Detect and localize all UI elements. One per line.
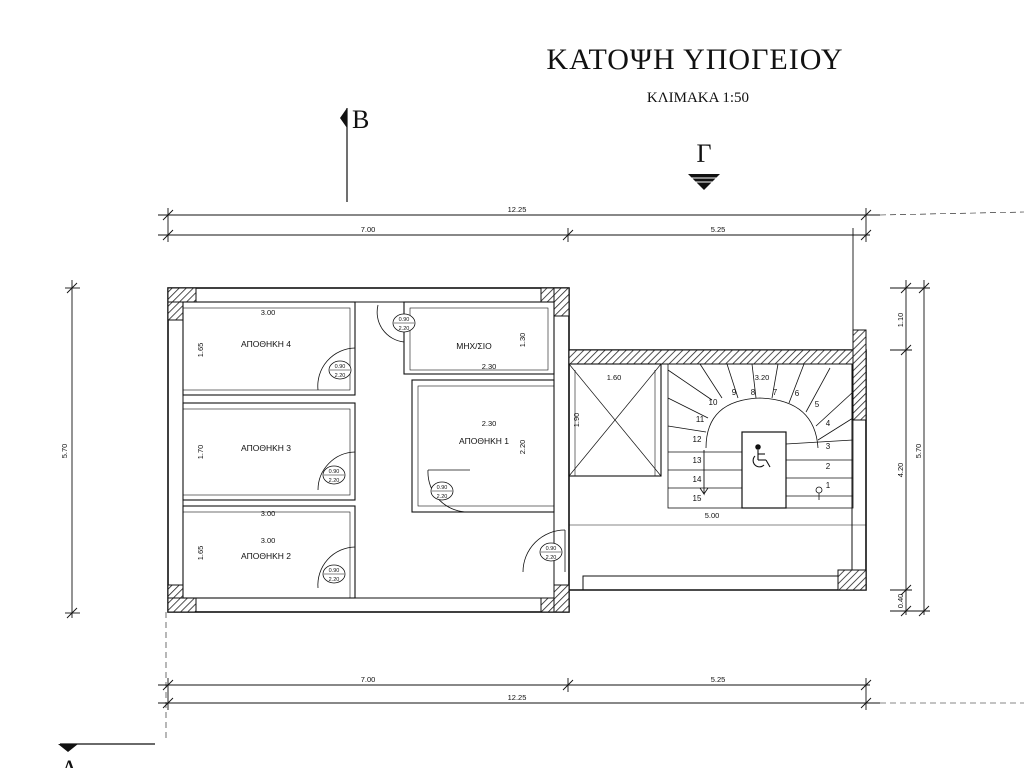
top-dimensions [158, 208, 1024, 330]
dim-right-total: 5.70 [914, 444, 923, 459]
bottom-dimensions [158, 612, 1024, 740]
dim-bottom-left: 7.00 [361, 675, 376, 684]
stair-step-14: 14 [693, 475, 702, 484]
room-label-store2: ΑΠΟΘΗΚΗ 2 [241, 551, 291, 561]
room-label-store4: ΑΠΟΘΗΚΗ 4 [241, 339, 291, 349]
door-exit-height: 2.20 [546, 555, 557, 561]
door-store3-width: 0.90 [329, 469, 340, 475]
dim-shaft-width: 1.60 [607, 373, 622, 382]
room-label-store3: ΑΠΟΘΗΚΗ 3 [241, 443, 291, 453]
stair-step-6: 6 [795, 389, 800, 398]
dim-bottom-total: 12.25 [508, 693, 527, 702]
stair-step-2: 2 [826, 462, 831, 471]
stair-step-15: 15 [693, 494, 702, 503]
door-tag-store4: 0.90 2.20 [328, 360, 352, 380]
stair-step-7: 7 [773, 388, 778, 397]
wall-hatching [167, 287, 867, 613]
stair-step-9: 9 [732, 388, 737, 397]
dim-top-left: 7.00 [361, 225, 376, 234]
door-mech-width: 0.90 [399, 317, 410, 323]
dim-mech-height: 1.30 [518, 333, 527, 348]
stair-step-11: 11 [696, 415, 705, 424]
dim-store2-height: 1.65 [196, 546, 205, 561]
staircase [667, 363, 854, 509]
dim-right-mid: 4.20 [896, 463, 905, 478]
section-label-b: B [352, 105, 369, 134]
dim-bottom-right: 5.25 [711, 675, 726, 684]
stair-step-1: 1 [826, 481, 831, 490]
door-store1-width: 0.90 [437, 485, 448, 491]
door-tag-store1: 0.90 2.20 [430, 481, 454, 501]
section-mark-g: Γ [688, 139, 720, 190]
door-store4-width: 0.90 [335, 364, 346, 370]
dim-top-total: 12.25 [508, 205, 527, 214]
plan-title: ΚΑΤΟΨΗ ΥΠΟΓΕΙΟΥ [546, 43, 843, 76]
door-tag-store2: 0.90 2.20 [322, 564, 346, 584]
stair-step-12: 12 [693, 435, 702, 444]
stair-step-3: 3 [826, 442, 831, 451]
section-label-a: Α [60, 755, 79, 768]
door-tag-exit: 0.90 2.20 [539, 542, 563, 562]
right-dimensions [890, 280, 930, 617]
dim-stair-run: 5.00 [705, 511, 720, 520]
door-swings [317, 304, 566, 589]
door-store2-width: 0.90 [329, 568, 340, 574]
dim-store2-width-a: 3.00 [261, 509, 276, 518]
door-store3-height: 2.20 [329, 478, 340, 484]
left-dimension [65, 280, 80, 619]
plan-scale: ΚΛΙΜΑΚΑ 1:50 [647, 90, 749, 106]
dim-store2-width-b: 3.00 [261, 536, 276, 545]
dim-shaft-height: 1.90 [572, 413, 581, 428]
stair-step-13: 13 [693, 456, 702, 465]
wheelchair-icon [752, 444, 771, 468]
dim-left-height: 5.70 [60, 444, 69, 459]
door-store1-height: 2.20 [437, 494, 448, 500]
stair-step-10: 10 [709, 398, 718, 407]
dim-store4-height: 1.65 [196, 343, 205, 358]
room-label-mech: ΜΗΧ/ΣΙΟ [456, 341, 492, 351]
door-tag-store3: 0.90 2.20 [322, 465, 346, 485]
section-mark-b: B [340, 105, 369, 202]
dim-store4-width: 3.00 [261, 308, 276, 317]
door-tag-mech: 0.90 2.20 [392, 313, 416, 333]
room-label-store1: ΑΠΟΘΗΚΗ 1 [459, 436, 509, 446]
dim-top-right: 5.25 [711, 225, 726, 234]
dim-store1-width: 2.30 [482, 419, 497, 428]
stair-step-4: 4 [826, 419, 831, 428]
stair-step-8: 8 [751, 388, 756, 397]
dim-store3-height: 1.70 [196, 445, 205, 460]
dim-stair-width: 3.20 [755, 373, 770, 382]
door-mech-height: 2.20 [399, 326, 410, 332]
section-mark-a: Α [58, 743, 155, 768]
stair-step-numbers: 1 2 3 4 5 6 7 8 9 10 11 12 13 14 15 [693, 388, 831, 503]
door-store4-height: 2.20 [335, 373, 346, 379]
dim-store1-height: 2.20 [518, 440, 527, 455]
dim-mech-width: 2.30 [482, 362, 497, 371]
dim-right-top: 1.10 [896, 313, 905, 328]
door-exit-width: 0.90 [546, 546, 557, 552]
door-store2-height: 2.20 [329, 577, 340, 583]
section-label-g: Γ [696, 139, 711, 168]
stair-step-5: 5 [815, 400, 820, 409]
dim-right-bottom: 0.40 [896, 594, 905, 609]
